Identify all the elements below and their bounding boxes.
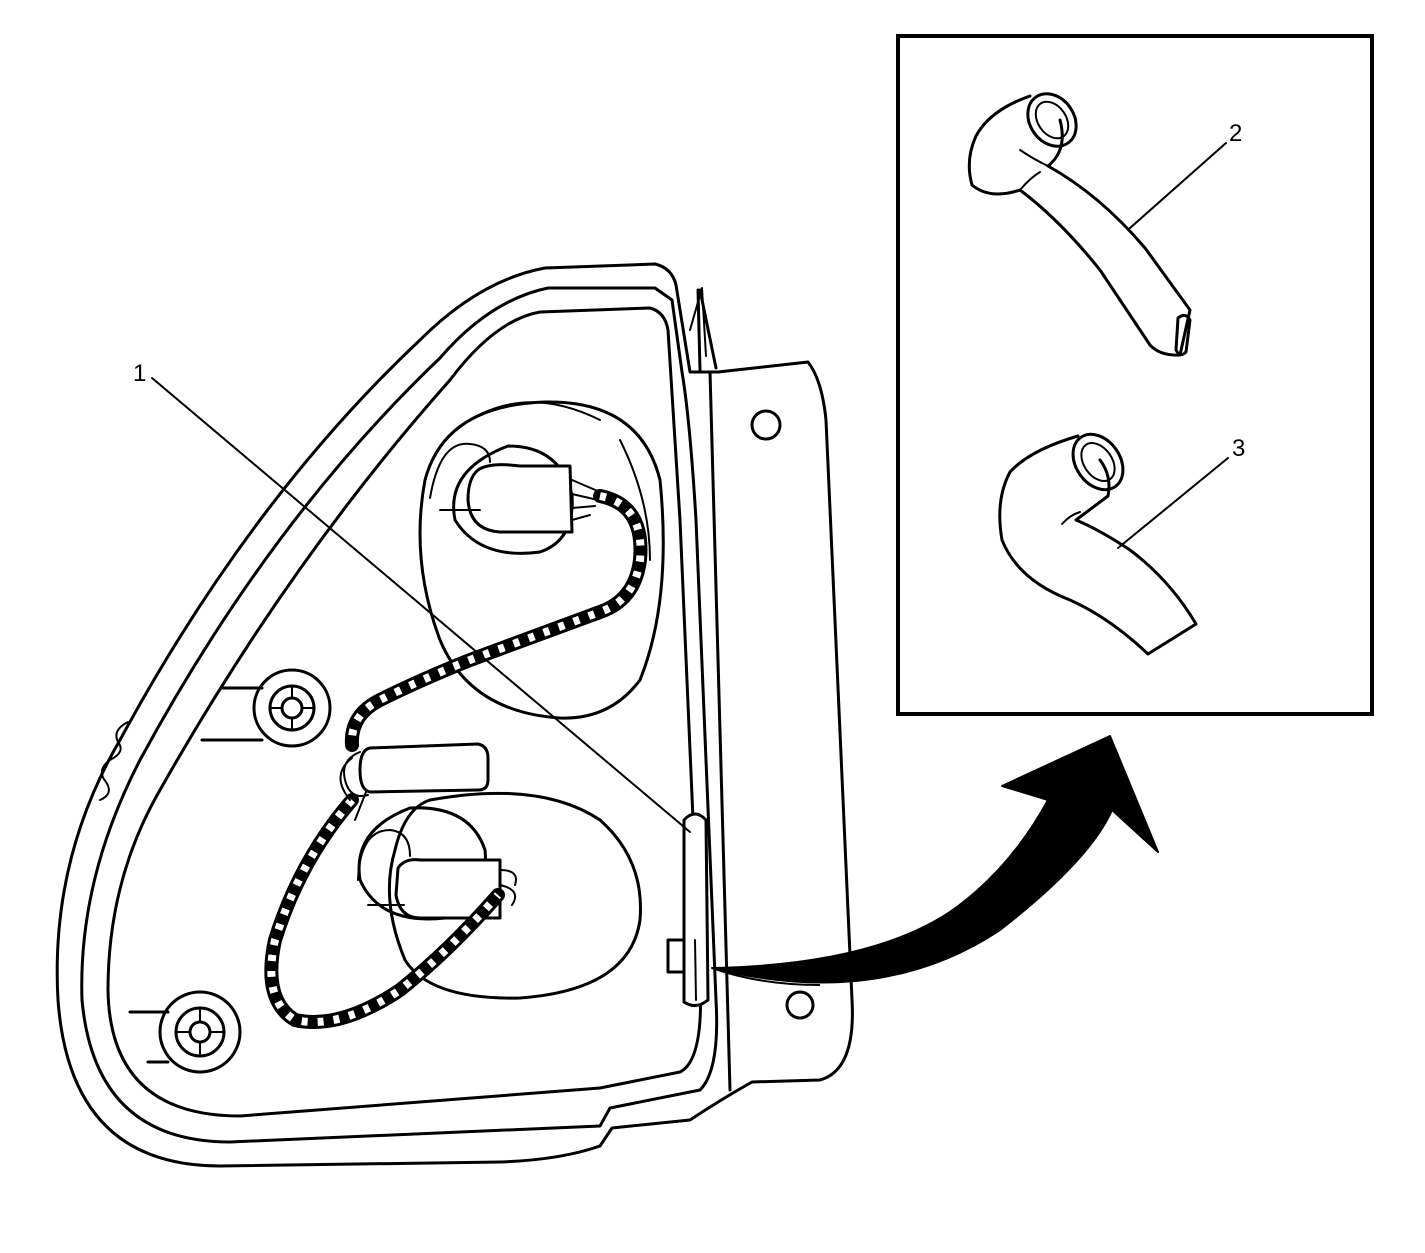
mount-hole-lower xyxy=(785,990,815,1020)
stud-lower-outer xyxy=(158,990,242,1074)
hose-2-outline xyxy=(967,94,1192,357)
upper-bulb-socket xyxy=(466,463,574,534)
mounting-stud-lower xyxy=(128,990,242,1074)
harness-connector xyxy=(358,742,490,794)
callout-label-1: 1 xyxy=(133,360,146,387)
stud-upper-center xyxy=(280,696,304,720)
stud-upper-outer xyxy=(252,668,332,748)
upper-socket-wires xyxy=(429,442,601,521)
hose-variant-2: 2 xyxy=(967,92,1242,357)
housing-outer-edge xyxy=(55,262,854,1168)
housing-wavy-edge xyxy=(99,721,129,801)
hose-3-crease xyxy=(1061,511,1081,525)
hose-2-open-end-inner xyxy=(1034,100,1070,140)
leader-line-1 xyxy=(151,377,691,833)
callout-label-2: 2 xyxy=(1229,120,1242,147)
harness-upper-run xyxy=(344,489,648,752)
stud-lower-spokes xyxy=(175,1007,225,1057)
stud-lower-center xyxy=(188,1020,212,1044)
hose-3-outline xyxy=(998,434,1198,656)
detail-inset-frame xyxy=(896,34,1374,716)
vent-hose-body xyxy=(682,812,710,1007)
detail-arrow xyxy=(711,735,1159,984)
hose-variant-3: 3 xyxy=(998,432,1245,656)
mount-hole-upper xyxy=(750,409,782,441)
connector-wires xyxy=(339,751,369,821)
tail-lamp-housing xyxy=(55,262,854,1168)
flange-notch xyxy=(689,287,707,357)
vent-hose-groove xyxy=(694,939,697,1001)
vent-hose-clip xyxy=(666,938,686,974)
detail-inset: 2 3 xyxy=(896,34,1374,716)
lower-lamp-reflector xyxy=(357,791,642,1000)
hose-3-open-end-inner xyxy=(1080,442,1116,482)
hose-2-slotted-end xyxy=(1174,313,1192,357)
lower-socket-wires xyxy=(357,829,517,906)
wiring-harness xyxy=(264,489,648,1029)
leader-line-3 xyxy=(1117,457,1229,549)
hose-2-open-end xyxy=(1026,92,1078,148)
mounting-stud-upper xyxy=(200,668,332,748)
callout-label-3: 3 xyxy=(1232,435,1245,462)
upper-lamp-reflector xyxy=(418,400,665,720)
harness-upper-wrap xyxy=(347,492,645,746)
stud-upper-spokes xyxy=(269,685,315,731)
hose-3-open-end xyxy=(1071,432,1125,492)
hose-2-crease xyxy=(1019,149,1049,191)
leader-line-2 xyxy=(1129,142,1227,229)
stud-upper-pins xyxy=(200,686,264,742)
vent-hose-installed xyxy=(666,812,710,1007)
housing-lens-rim xyxy=(106,306,703,1118)
upper-reflector-outline xyxy=(418,400,665,720)
lower-reflector-outline xyxy=(387,791,642,1000)
harness-lower-wrap xyxy=(267,797,502,1026)
stud-lower-pins xyxy=(128,1010,170,1064)
housing-inner-edge xyxy=(80,286,719,1144)
upper-reflector-inner xyxy=(454,401,651,561)
detail-arrow-tail xyxy=(711,967,821,986)
